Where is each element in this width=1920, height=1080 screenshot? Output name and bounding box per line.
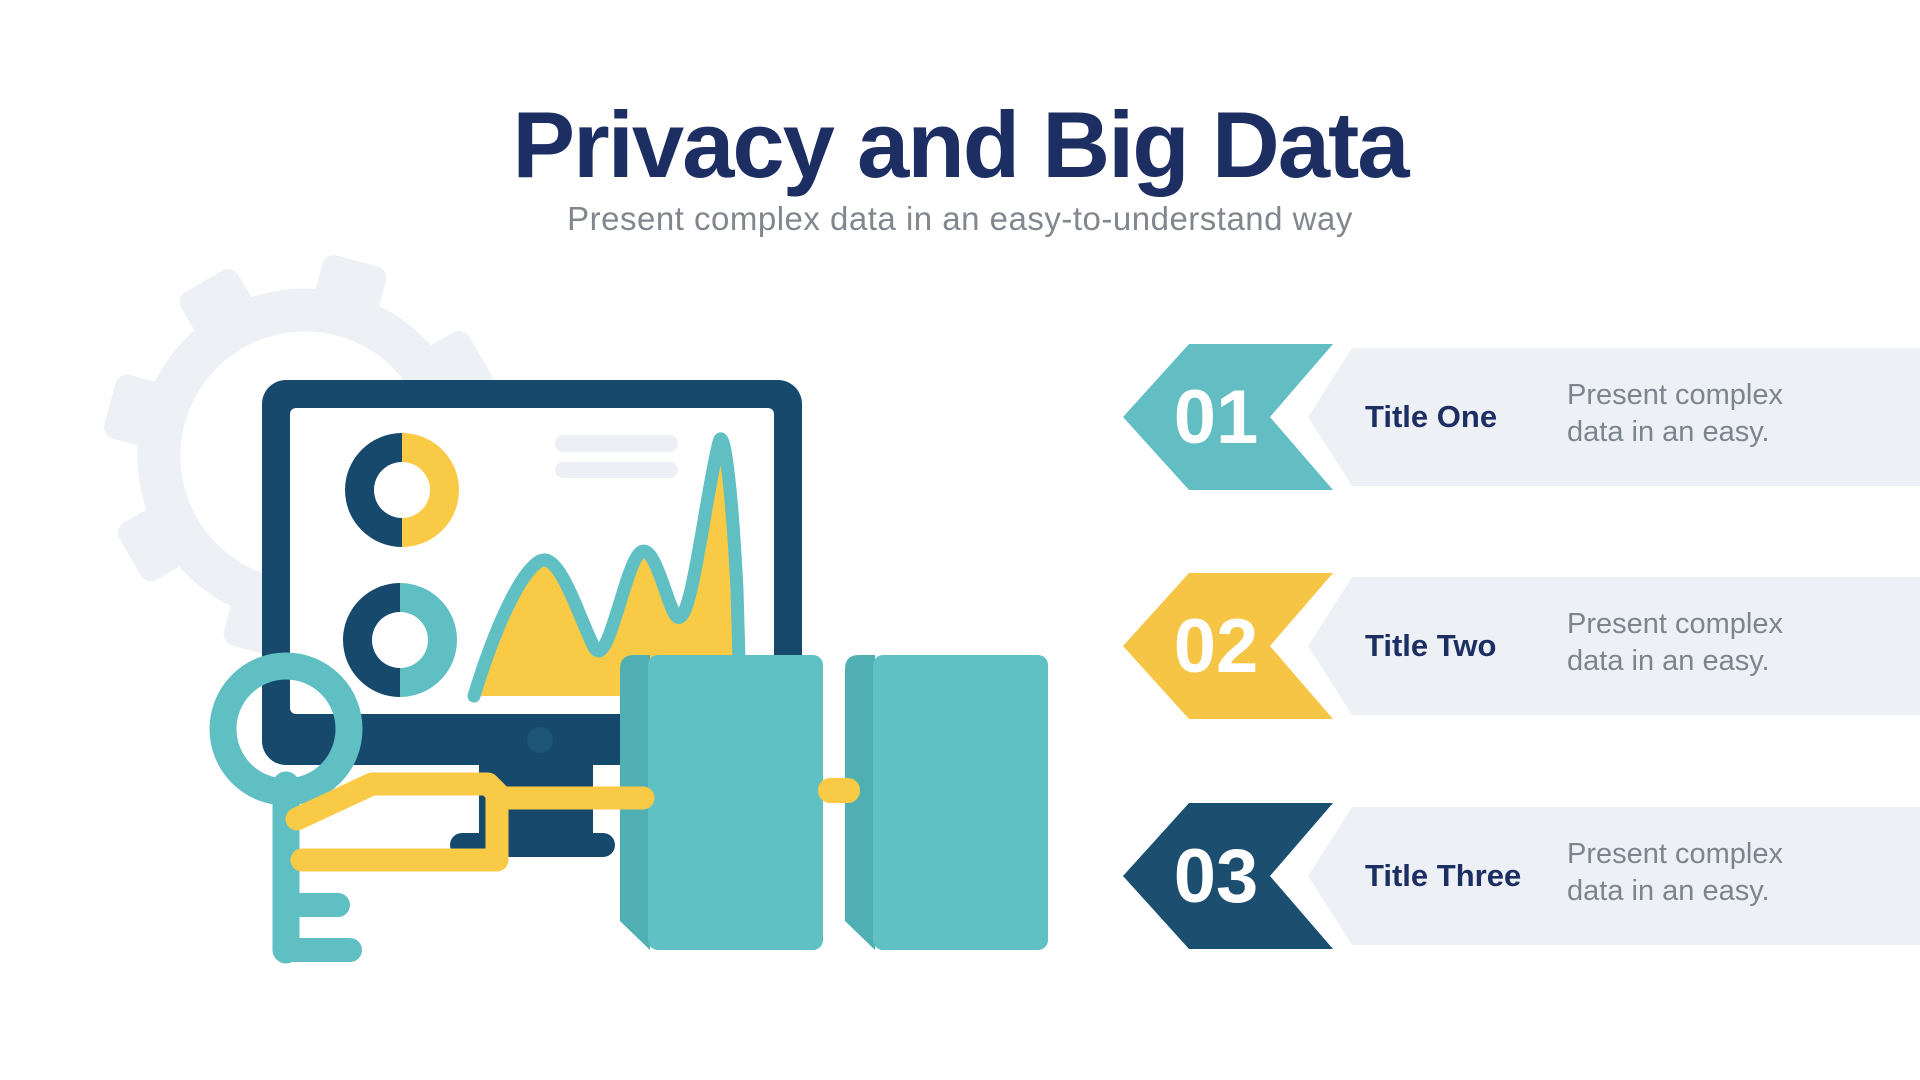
donut-chart-top-icon bbox=[345, 433, 459, 547]
text-placeholder-bars bbox=[555, 435, 678, 478]
server-connector bbox=[818, 778, 860, 803]
item-badge-arrow: 03 bbox=[1123, 803, 1333, 949]
page-title: Privacy and Big Data bbox=[512, 92, 1409, 197]
area-chart-icon bbox=[467, 432, 746, 703]
key-icon bbox=[209, 652, 363, 964]
list-item-2: 02 Title Two Present complex data in an … bbox=[0, 573, 1920, 719]
item-panel bbox=[1308, 348, 1920, 486]
cable-lines bbox=[285, 772, 655, 872]
item-badge-arrow: 01 bbox=[1123, 344, 1333, 490]
item-title: Title One bbox=[1365, 399, 1498, 434]
item-title: Title Two bbox=[1365, 628, 1497, 663]
item-title: Title Three bbox=[1365, 858, 1522, 893]
monitor-dot bbox=[527, 727, 553, 753]
server-right-icon bbox=[845, 655, 1048, 950]
item-panel bbox=[1308, 577, 1920, 715]
item-panel bbox=[1308, 807, 1920, 945]
page-subtitle: Present complex data in an easy-to-under… bbox=[567, 200, 1353, 237]
item-badge-arrow: 02 bbox=[1123, 573, 1333, 719]
item-description: Present complex data in an easy. bbox=[1567, 379, 1783, 448]
item-number: 01 bbox=[1173, 375, 1259, 460]
item-number: 02 bbox=[1173, 604, 1259, 689]
list-item-3: 03 Title Three Present complex data in a… bbox=[0, 803, 1920, 949]
donut-chart-bottom-icon bbox=[343, 583, 457, 697]
item-description: Present complex data in an easy. bbox=[1567, 608, 1783, 677]
list-item-1: 01 Title One Present complex data in an … bbox=[0, 344, 1920, 490]
item-number: 03 bbox=[1173, 834, 1259, 919]
privacy-illustration bbox=[104, 255, 1048, 964]
item-description: Present complex data in an easy. bbox=[1567, 838, 1783, 907]
